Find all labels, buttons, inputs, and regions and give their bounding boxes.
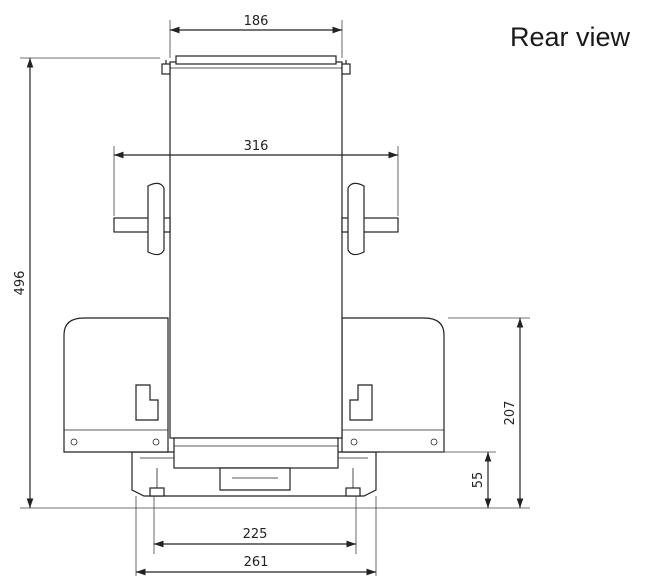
dim-total-height: 496: [13, 57, 160, 508]
view-title: Rear view: [510, 22, 631, 52]
dim-base-width-label: 261: [244, 555, 269, 570]
side-latches: [135, 384, 373, 421]
dim-foot-height: 55: [380, 451, 496, 508]
feet: [149, 468, 361, 497]
central-column: [169, 55, 343, 491]
dim-handle-span-label: 316: [244, 139, 269, 154]
top-knobs: [161, 60, 351, 75]
dim-top-width-label: 186: [244, 14, 269, 29]
dim-body-height-label: 207: [503, 401, 518, 426]
dim-base-width: 261: [135, 496, 377, 576]
dim-body-height: 207: [448, 317, 530, 508]
handle-right: [341, 182, 399, 256]
handle-left: [113, 182, 171, 256]
dim-foot-spacing: 225: [153, 496, 357, 554]
dim-foot-spacing-label: 225: [243, 527, 268, 542]
dim-handle-span: 316: [113, 139, 399, 216]
dim-foot-height-label: 55: [471, 472, 486, 489]
dim-top-width: 186: [169, 14, 343, 58]
dim-total-height-label: 496: [13, 271, 28, 296]
